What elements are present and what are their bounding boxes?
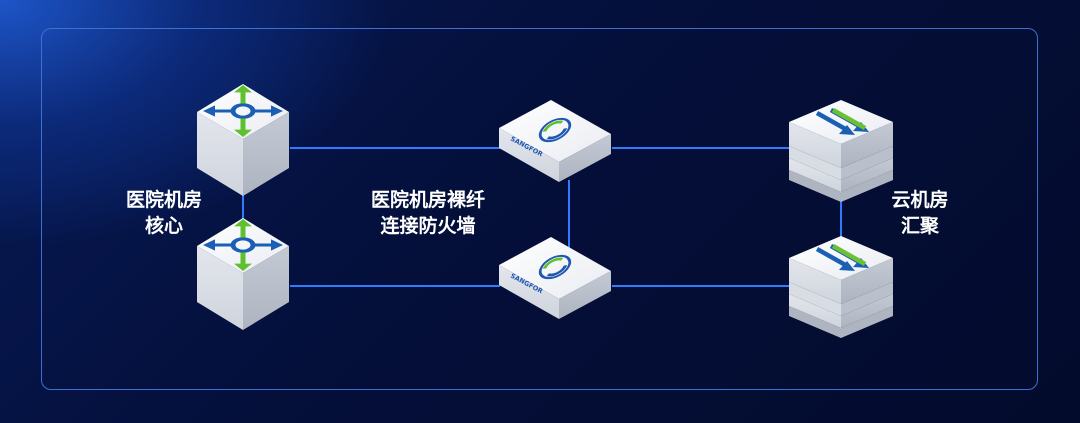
firewall-device-icon: SANGFOR	[497, 235, 613, 321]
firewall-label: 医院机房裸纤 连接防火墙	[370, 189, 485, 237]
switch-icon	[789, 236, 893, 338]
links	[242, 147, 842, 287]
switch-icon	[789, 100, 893, 202]
router-icon	[197, 84, 289, 196]
core-label: 医院机房 核心	[125, 189, 202, 237]
cloud-label: 云机房 汇聚	[891, 189, 949, 237]
firewall-device-icon: SANGFOR	[497, 98, 613, 184]
diagram-frame	[41, 28, 1038, 390]
